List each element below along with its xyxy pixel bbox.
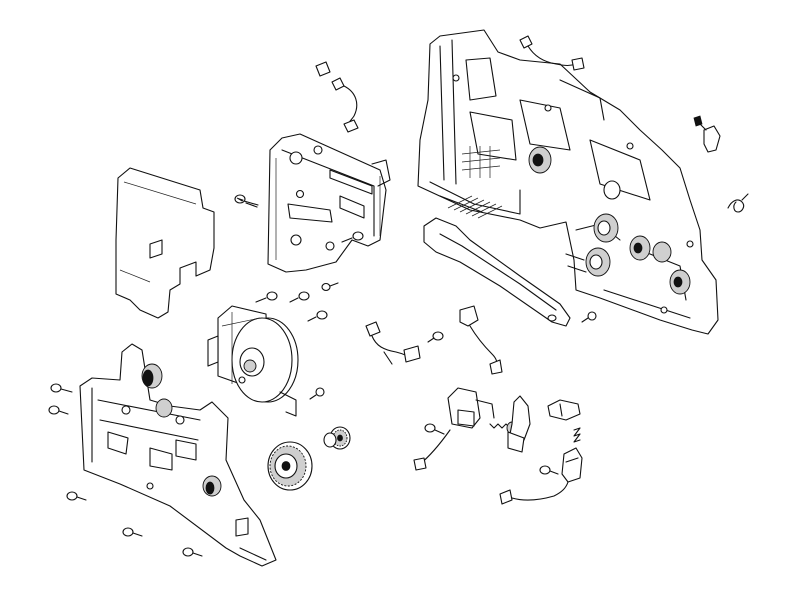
screw-6	[307, 310, 328, 322]
screw-16	[539, 465, 559, 475]
screw-7	[309, 387, 325, 400]
screw-2	[341, 231, 364, 243]
screw-4	[289, 291, 310, 303]
motor-assembly	[207, 305, 299, 417]
small-gear	[323, 426, 351, 450]
actuator-arm	[507, 395, 531, 453]
screw-15	[424, 423, 445, 435]
screw-14	[581, 311, 597, 323]
middle-wire-harness	[365, 321, 421, 365]
screw-12	[182, 547, 203, 557]
lower-side-frame	[79, 343, 277, 567]
lower-right-harness	[499, 481, 569, 505]
lever-arm	[423, 217, 571, 327]
insulator-sheet	[115, 167, 215, 319]
screw-3	[255, 291, 278, 303]
chassis-top-harness	[519, 35, 585, 71]
switch-sensor	[547, 399, 581, 421]
screw-5	[321, 282, 339, 292]
large-gear	[267, 441, 313, 491]
solenoid-assembly	[413, 387, 518, 471]
small-spring	[727, 193, 749, 213]
sensor-harness	[459, 305, 503, 375]
screw-10	[66, 491, 87, 501]
spring	[573, 427, 581, 443]
main-chassis	[417, 29, 719, 335]
gear-clip	[693, 115, 721, 153]
screw-1	[234, 194, 259, 208]
screw-13	[427, 331, 444, 343]
screw-11	[122, 527, 143, 537]
upper-bracket-plate	[267, 133, 391, 273]
switch-body	[561, 447, 583, 483]
screw-9	[48, 405, 69, 415]
screw-8	[50, 383, 73, 393]
top-wire-harness	[315, 61, 359, 133]
